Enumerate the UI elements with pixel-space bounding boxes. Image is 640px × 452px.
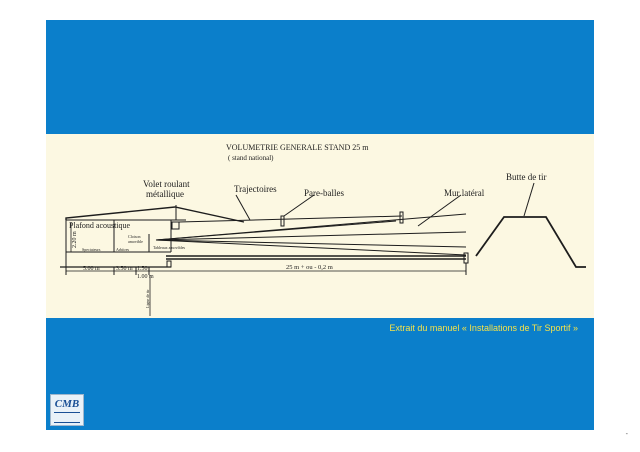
butte-de-tir (475, 216, 586, 268)
label-plafond: Plafond acoustique (69, 221, 131, 230)
leader-murlateral (417, 194, 462, 227)
label-butte: Butte de tir (506, 172, 547, 182)
trajectory-2 (155, 231, 467, 241)
dim-3-50m: 3.50 m (116, 266, 133, 272)
diagram-subtitle: ( stand national) (228, 154, 274, 162)
page-corner-mark: - (625, 431, 628, 438)
label-trajectoires: Trajectoires (234, 184, 277, 194)
dim-5m: 5.00 m (83, 266, 100, 272)
label-spectateurs: Spectateurs (82, 247, 101, 252)
logo-lines (54, 412, 80, 423)
leader-trajectoires (235, 194, 251, 221)
label-height: 2.20 m (72, 231, 78, 248)
source-caption: Extrait du manuel « Installations de Tir… (389, 323, 578, 333)
label-volet: Volet roulant (143, 179, 190, 189)
trajectory-3 (155, 239, 467, 248)
label-cloison-2: amovible (128, 239, 143, 244)
cmb-logo: CMB (50, 394, 84, 426)
label-tableaux: Tableaux amovibles (153, 245, 185, 250)
baffle-2 (399, 211, 404, 224)
label-pareballes: Pare-balles (304, 188, 344, 198)
label-volet-2: métallique (146, 189, 184, 199)
leader-pareballes (283, 194, 315, 217)
stand-diagram-svg: VOLUMETRIE GENERALE STAND 25 m ( stand n… (60, 143, 586, 316)
logo-text: CMB (54, 398, 80, 410)
leader-butte (523, 182, 535, 217)
volet-box (171, 221, 180, 230)
dim-1-00m: 1.00 m (137, 274, 154, 280)
roof-outline (65, 206, 245, 223)
range-upper-line (178, 215, 403, 223)
diagram-title: VOLUMETRIE GENERALE STAND 25 m (226, 143, 369, 152)
stand-cross-section-drawing: VOLUMETRIE GENERALE STAND 25 m ( stand n… (46, 134, 594, 318)
label-arbitres: Arbitres (116, 247, 130, 252)
trajectory-5 (155, 220, 397, 241)
top-blue-panel (46, 20, 594, 134)
baffle-1 (280, 215, 285, 227)
trajectory-4 (155, 239, 467, 256)
dim-1-50: 1.50 (137, 266, 148, 272)
dim-25m: 25 m + ou - 0,2 m (286, 264, 333, 271)
bottom-blue-panel: Extrait du manuel « Installations de Tir… (46, 318, 594, 430)
firing-point-block (166, 260, 172, 268)
label-cloison: Cloison (128, 234, 140, 239)
label-ligne-de-tir: Ligne de tir (145, 289, 150, 308)
label-murlateral: Mur latéral (444, 188, 485, 198)
